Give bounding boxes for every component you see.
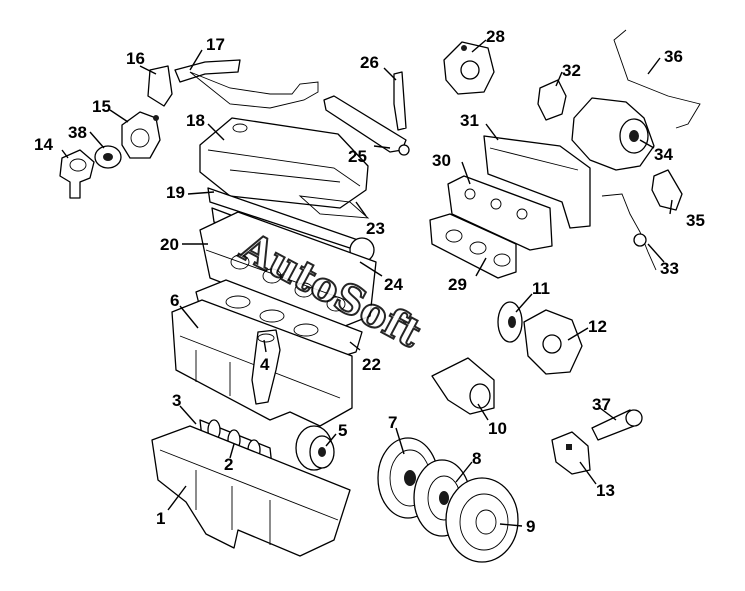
label-part-5: 5: [338, 421, 347, 440]
valve-cover-gasket-drawing: [298, 195, 370, 219]
label-part-20: 20: [160, 235, 179, 254]
label-part-30: 30: [432, 151, 451, 170]
water-outlet-drawing: [121, 111, 161, 159]
label-part-23: 23: [366, 219, 385, 238]
label-part-3: 3: [172, 391, 181, 410]
label-part-14: 14: [34, 135, 53, 154]
part-labels: 1 2 3 4 5 6 7 8 9 10 11 12 13 14 15 16 1…: [34, 27, 705, 536]
label-part-17: 17: [206, 35, 225, 54]
leader-lines: [61, 39, 673, 527]
label-part-24: 24: [384, 275, 403, 294]
label-part-38: 38: [68, 123, 87, 142]
label-part-26: 26: [360, 53, 379, 72]
label-part-1: 1: [156, 509, 165, 528]
label-part-10: 10: [488, 419, 507, 438]
turbocharger-drawing: [571, 97, 655, 171]
injector-drawing: [393, 71, 407, 131]
label-part-4: 4: [260, 355, 270, 374]
label-part-2: 2: [224, 455, 233, 474]
oil-cooler-drawing: [431, 357, 495, 415]
label-part-13: 13: [596, 481, 615, 500]
label-part-6: 6: [170, 291, 179, 310]
turbo-oil-feed-drawing: [601, 193, 657, 271]
valve-cover-drawing: [199, 117, 369, 209]
heat-shield-drawing: [483, 135, 591, 229]
fuel-rail-drawing: [323, 95, 410, 156]
label-part-11: 11: [532, 279, 550, 298]
crank-pulley-drawing: [295, 425, 335, 471]
label-part-25: 25: [348, 147, 367, 166]
pressure-plate-drawing: [445, 477, 519, 563]
label-part-15: 15: [92, 97, 111, 116]
label-part-28: 28: [486, 27, 505, 46]
label-part-34: 34: [654, 145, 673, 164]
oil-pan-drawing: [151, 425, 351, 557]
connecting-rod-drawing: [591, 409, 643, 441]
label-part-35: 35: [686, 211, 705, 230]
label-part-16: 16: [126, 49, 145, 68]
turbo-oil-pipe-drawing: [613, 29, 701, 129]
label-part-36: 36: [664, 47, 683, 66]
water-pump-drawing: [523, 309, 583, 375]
label-part-22: 22: [362, 355, 381, 374]
manifold-gasket-drawing: [429, 213, 517, 279]
label-part-9: 9: [526, 517, 535, 536]
exhaust-manifold-drawing: [447, 175, 553, 251]
coolant-hoses-drawing: [147, 59, 319, 109]
label-part-33: 33: [660, 259, 679, 278]
oil-filter-housing-drawing: [251, 329, 281, 405]
label-part-37: 37: [592, 395, 611, 414]
thermostat-housing-drawing: [59, 149, 95, 199]
label-part-18: 18: [186, 111, 205, 130]
turbo-elbow-drawing: [651, 169, 683, 211]
label-part-8: 8: [472, 449, 481, 468]
label-part-29: 29: [448, 275, 467, 294]
label-part-12: 12: [588, 317, 607, 336]
turbo-gasket-drawing: [537, 79, 567, 121]
label-part-7: 7: [388, 413, 397, 432]
thermostat-drawing: [94, 145, 122, 169]
vacuum-pump-drawing: [443, 41, 495, 95]
label-part-31: 31: [460, 111, 479, 130]
cylinder-head-drawing: [199, 211, 377, 329]
label-part-19: 19: [166, 183, 185, 202]
pipe-fitting-drawing: [633, 233, 647, 247]
label-part-32: 32: [562, 61, 581, 80]
pump-pulley-drawing: [497, 301, 523, 343]
